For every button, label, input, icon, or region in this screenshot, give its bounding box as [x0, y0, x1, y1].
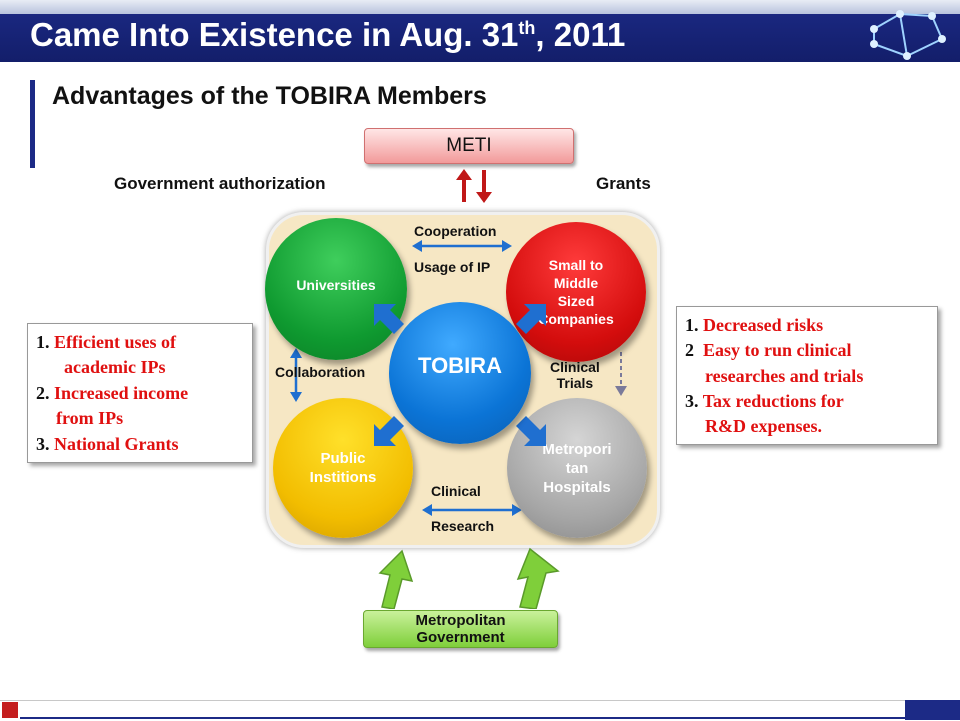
- right-item-2: 2 Easy to run clinical: [685, 340, 852, 361]
- tobira-label: TOBIRA: [418, 353, 502, 378]
- meti-box: METI: [364, 128, 574, 164]
- metro-hospitals-label: Metropori tan Hospitals: [542, 440, 611, 497]
- clinical-trials-label: Clinical Trials: [550, 359, 600, 391]
- metro-line-2: tan: [565, 459, 589, 477]
- right-item-1: 1. Decreased risks: [685, 315, 823, 336]
- metro-gov-line-1: Metropolitan: [415, 612, 506, 629]
- right-item-1-text: Decreased risks: [703, 315, 824, 335]
- left-item-1-text: Efficient uses of: [54, 332, 176, 352]
- metro-gov-arrow-left-icon: [378, 549, 414, 609]
- left-item-1: 1. Efficient uses of: [36, 332, 176, 353]
- right-item-3-text: Tax reductions for: [702, 391, 844, 411]
- clinical-research-arrow-icon: [422, 504, 522, 516]
- page-title: Came Into Existence in Aug. 31th, 2011: [30, 16, 625, 54]
- footer-blue-block: [905, 700, 960, 720]
- small-companies-circle: Small to Middle Sized Companies: [506, 222, 646, 362]
- small-companies-line-1: Small to: [548, 257, 604, 273]
- universities-label: Universities: [296, 277, 376, 293]
- footer-red-square: [2, 702, 18, 718]
- left-item-1b-text: academic IPs: [64, 357, 166, 377]
- cooperation-arrow-icon: [412, 240, 512, 252]
- grants-label: Grants: [596, 174, 651, 193]
- universities-circle: Universities: [265, 218, 407, 360]
- title-superscript: th: [518, 18, 536, 38]
- subtitle: Advantages of the TOBIRA Members: [52, 82, 487, 110]
- clinical-trials-line-1: Clinical: [550, 359, 600, 375]
- left-item-1-num: 1.: [36, 332, 50, 352]
- university-benefits-box: 1. Efficient uses of academic IPs 2. Inc…: [27, 323, 253, 463]
- network-logo-icon: [870, 10, 946, 60]
- small-companies-line-4: Companies: [538, 311, 614, 327]
- clinical-trials-arrow-icon: [615, 352, 627, 396]
- usage-of-ip-label: Usage of IP: [414, 259, 491, 275]
- title-end: , 2011: [535, 16, 626, 53]
- left-item-2b-text: from IPs: [56, 408, 124, 428]
- right-item-2b-text: researches and trials: [705, 366, 864, 386]
- footer-line: [20, 717, 905, 719]
- cooperation-label: Cooperation: [414, 223, 497, 239]
- left-item-3: 3. National Grants: [36, 434, 179, 455]
- collaboration-arrow-icon: [290, 348, 302, 402]
- meti-exchange-arrows-icon: [456, 169, 492, 203]
- left-item-3-num: 3.: [36, 434, 50, 454]
- small-companies-line-3: Sized: [557, 293, 595, 309]
- clinical-research-label-2: Research: [431, 518, 495, 534]
- small-companies-label: Small to Middle Sized Companies: [538, 256, 613, 328]
- left-item-2-text: Increased income: [54, 383, 189, 403]
- public-line-1: Public: [320, 450, 366, 467]
- subtitle-accent-bar: [30, 80, 35, 168]
- metro-gov-line-2: Government: [416, 629, 505, 646]
- metro-gov-arrow-right-icon: [516, 547, 560, 609]
- left-item-2-num: 2.: [36, 383, 50, 403]
- right-item-3: 3. Tax reductions for: [685, 391, 844, 412]
- collaboration-label: Collaboration: [275, 364, 366, 380]
- metro-line-1: Metropori: [542, 440, 612, 458]
- title-main: Came Into Existence in Aug. 31: [30, 16, 519, 53]
- right-item-1-num: 1.: [685, 315, 699, 335]
- metro-line-3: Hospitals: [543, 478, 611, 496]
- tobira-circle: TOBIRA: [389, 302, 531, 444]
- company-benefits-box: 1. Decreased risks 2 Easy to run clinica…: [676, 306, 938, 445]
- government-authorization-label: Government authorization: [114, 174, 326, 193]
- clinical-trials-line-2: Trials: [556, 375, 594, 391]
- right-item-3-num: 3.: [685, 391, 699, 411]
- right-item-2-num: 2: [685, 340, 694, 360]
- right-item-2-text: Easy to run clinical: [703, 340, 852, 360]
- left-item-2: 2. Increased income: [36, 383, 188, 404]
- footer-bar: [0, 700, 960, 721]
- small-companies-line-2: Middle: [553, 275, 599, 291]
- public-institutions-label: Public Institions: [310, 449, 377, 487]
- metropolitan-government-box: Metropolitan Government: [363, 610, 558, 648]
- right-item-3b-text: R&D expenses.: [705, 416, 822, 436]
- public-line-2: Institions: [309, 469, 377, 486]
- tobira-link-arrows-icon: [374, 304, 546, 446]
- clinical-research-label-1: Clinical: [431, 483, 481, 499]
- left-item-3-text: National Grants: [54, 434, 179, 454]
- header-band: [0, 0, 960, 14]
